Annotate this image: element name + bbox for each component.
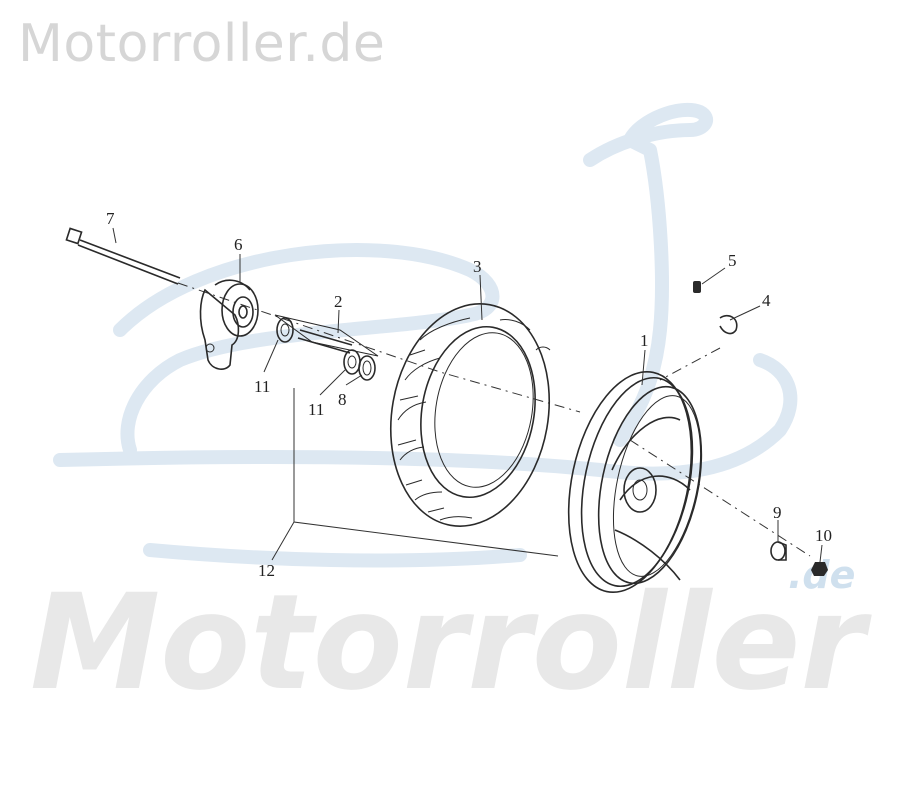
valve-center-line [659,347,721,381]
callout-part-11-left: 11 [254,377,270,396]
callout-part-2: 2 [334,292,343,311]
watermark-brand-text: Motorroller [30,566,872,720]
callout-part-1: 1 [640,331,649,350]
axle-bolt [65,227,181,285]
axle-center-line [177,282,811,557]
callout-part-8: 8 [338,390,347,409]
callout-part-6: 6 [234,235,243,254]
tire [389,303,551,527]
callout-part-5: 5 [728,251,737,270]
axle-nut [811,562,828,576]
callout-part-4: 4 [762,291,771,310]
watermark-header-text: Motorroller.de [18,14,386,74]
callout-part-10: 10 [815,526,832,545]
callout-part-9: 9 [773,503,782,522]
callout-part-7: 7 [106,209,115,228]
valve-cap [693,281,701,293]
speedometer-drive-unit [199,279,259,370]
axle-collar [770,541,787,561]
scooter-watermark-logo [53,102,798,568]
wheel-bearing-right [343,349,361,375]
valve-stem [719,314,738,335]
spacer-tube [274,314,379,357]
oil-seal [358,355,376,381]
wheel-rim [567,370,703,594]
callout-part-12: 12 [258,561,275,580]
leader-lines [112,227,823,563]
callout-part-11-right: 11 [308,400,324,419]
wheel-bearing-left [276,317,294,343]
callout-part-3: 3 [473,257,482,276]
